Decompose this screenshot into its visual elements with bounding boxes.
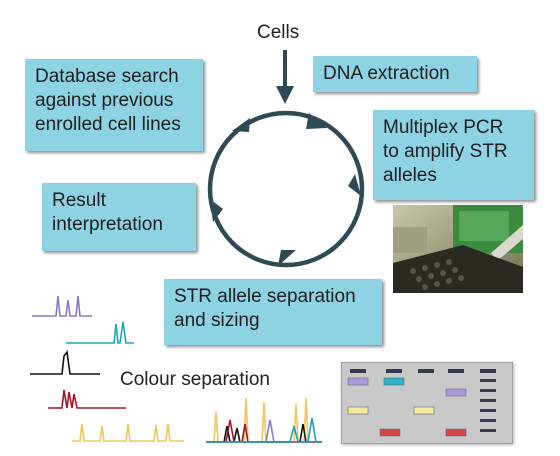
electropherogram-traces <box>30 295 184 442</box>
pcr-plate-photo <box>393 205 523 293</box>
trace-crimson <box>48 389 126 409</box>
gel-image <box>341 362 513 444</box>
band-lavender-1 <box>347 377 369 386</box>
down-arrow <box>276 50 294 104</box>
arrowhead-left <box>210 199 223 222</box>
arrowhead-right <box>348 174 361 196</box>
step-multiplex-pcr: Multiplex PCR to amplify STR alleles <box>373 110 534 200</box>
band-yellow-2 <box>413 406 435 415</box>
trace-black <box>30 349 100 375</box>
arrowhead-top-left <box>232 118 250 132</box>
step-database-search: Database search against previous enrolle… <box>25 59 203 151</box>
step-dna-extraction: DNA extraction <box>313 56 477 92</box>
step-str-allele-separation: STR allele separation and sizing <box>164 279 382 345</box>
cycle-arrowheads <box>210 113 361 266</box>
trace-gold <box>72 423 184 442</box>
band-yellow-1 <box>347 406 369 415</box>
arrowhead-bottom <box>278 250 296 266</box>
trace-teal <box>66 321 134 344</box>
combined-trace <box>206 397 322 443</box>
pcr-plate-illustration <box>393 205 523 293</box>
band-red-2 <box>445 428 467 437</box>
cycle-circle <box>207 110 365 268</box>
cells-title: Cells <box>257 22 300 43</box>
band-red-1 <box>379 428 401 437</box>
band-lavender-2 <box>445 388 467 397</box>
trace-purple <box>32 295 92 317</box>
colour-separation-label: Colour separation <box>120 369 270 390</box>
band-cyan <box>383 377 405 386</box>
step-result-interpretation: Result interpretation <box>42 183 196 251</box>
arrowhead-top-right <box>306 113 327 129</box>
gel-bands <box>347 369 496 437</box>
